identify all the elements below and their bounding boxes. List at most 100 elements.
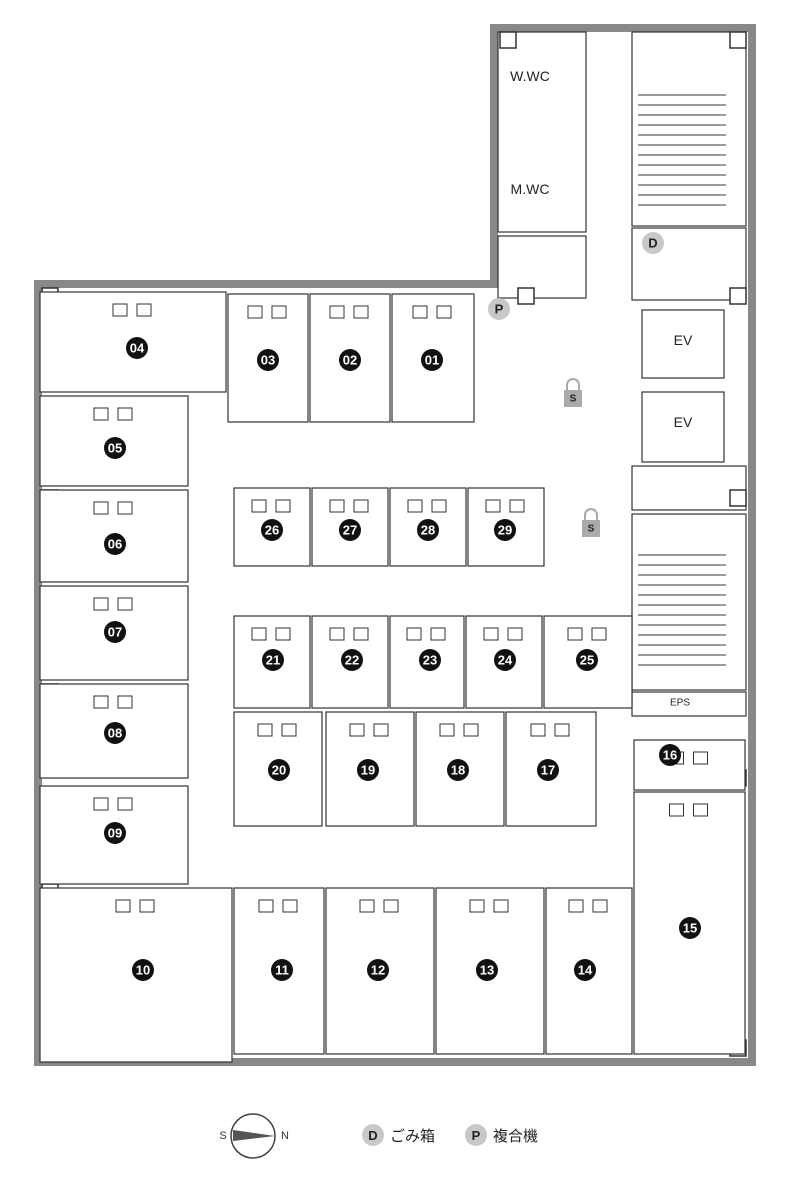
room-number: 07 <box>108 625 122 640</box>
room-number-marker <box>494 649 516 671</box>
chair-icon <box>257 723 273 737</box>
room-08[interactable]: 08 <box>39 683 189 779</box>
room-26[interactable]: 26 <box>233 487 311 567</box>
room-number: 15 <box>683 921 697 936</box>
chair-icon <box>591 627 607 641</box>
chair-icon <box>117 407 133 421</box>
room-number: 11 <box>275 963 289 978</box>
room-19[interactable]: 19 <box>325 711 415 827</box>
legend-printer-text: 複合機 <box>493 1127 539 1145</box>
room-number-marker <box>261 519 283 541</box>
chair-icon <box>329 499 345 513</box>
room-03[interactable]: 03 <box>227 293 309 423</box>
room-29[interactable]: 29 <box>467 487 545 567</box>
room-number-marker <box>476 959 498 981</box>
chair-icon <box>93 501 109 515</box>
room-01[interactable]: 01 <box>391 293 475 423</box>
room-number: 12 <box>371 963 385 978</box>
room-22[interactable]: 22 <box>311 615 389 709</box>
room-number-marker <box>537 759 559 781</box>
svg-text:S: S <box>588 524 595 535</box>
room-27[interactable]: 27 <box>311 487 389 567</box>
chair-icon <box>93 797 109 811</box>
room-25[interactable]: 25 <box>543 615 633 709</box>
elevator-1 <box>641 309 725 379</box>
chair-icon <box>117 695 133 709</box>
elevator-2-label: EV <box>674 414 693 430</box>
room-24[interactable]: 24 <box>465 615 543 709</box>
room-number-marker <box>494 519 516 541</box>
chair-icon <box>353 499 369 513</box>
room-05[interactable]: 05 <box>39 395 189 487</box>
chair-icon <box>430 627 446 641</box>
svg-text:S: S <box>219 1130 226 1142</box>
room-11[interactable]: 11 <box>233 887 325 1055</box>
column <box>729 287 747 305</box>
room-02[interactable]: 02 <box>309 293 391 423</box>
printer-badge: P <box>465 1124 487 1146</box>
room-13[interactable]: 13 <box>435 887 545 1055</box>
room-number: 20 <box>272 763 286 778</box>
room-09[interactable]: 09 <box>39 785 189 885</box>
room-number-marker <box>339 349 361 371</box>
room-number-marker <box>574 959 596 981</box>
room-20[interactable]: 20 <box>233 711 323 827</box>
room-04[interactable]: 04 <box>39 291 227 393</box>
chair-icon <box>117 597 133 611</box>
chair-icon <box>93 597 109 611</box>
chair-icon <box>117 501 133 515</box>
stair-south <box>631 513 747 691</box>
room-10[interactable]: 10 <box>39 887 233 1063</box>
chair-icon <box>282 899 298 913</box>
chair-icon <box>383 899 399 913</box>
chair-icon <box>507 627 523 641</box>
compass: S N <box>219 1113 289 1159</box>
chair-icon <box>373 723 389 737</box>
room-number: 04 <box>130 341 145 356</box>
chair-icon <box>275 627 291 641</box>
room-16[interactable]: 16 <box>633 739 746 791</box>
room-21[interactable]: 21 <box>233 615 311 709</box>
room-number: 16 <box>663 748 677 763</box>
room-14[interactable]: 14 <box>545 887 633 1055</box>
room-18[interactable]: 18 <box>415 711 505 827</box>
room-number: 27 <box>343 523 357 538</box>
room-number-marker <box>339 519 361 541</box>
men-wc-label: M.WC <box>511 181 550 197</box>
elevator-1-label: EV <box>674 332 693 348</box>
room-06[interactable]: 06 <box>39 489 189 583</box>
room-number: 06 <box>108 537 122 552</box>
chair-icon <box>349 723 365 737</box>
chair-icon <box>463 723 479 737</box>
room-number-marker <box>357 759 379 781</box>
room-28[interactable]: 28 <box>389 487 467 567</box>
room-number-marker <box>104 437 126 459</box>
room-number-marker <box>271 959 293 981</box>
chair-icon <box>329 627 345 641</box>
legend-printer: P 複合機 <box>465 1124 538 1146</box>
chair-icon <box>247 305 263 319</box>
room-number-marker <box>104 822 126 844</box>
chair-icon <box>592 899 608 913</box>
room-number: 29 <box>498 523 512 538</box>
chair-icon <box>117 797 133 811</box>
chair-icon <box>407 499 423 513</box>
chair-icon <box>412 305 428 319</box>
room-number: 05 <box>108 441 122 456</box>
chair-icon <box>353 305 369 319</box>
chair-icon <box>115 899 131 913</box>
chair-icon <box>93 407 109 421</box>
chair-icon <box>258 899 274 913</box>
svg-text:N: N <box>281 1130 289 1142</box>
room-15[interactable]: 15 <box>633 791 746 1055</box>
chair-icon <box>567 627 583 641</box>
chair-icon <box>693 803 708 817</box>
room-07[interactable]: 07 <box>39 585 189 681</box>
room-12[interactable]: 12 <box>325 887 435 1055</box>
chair-icon <box>271 305 287 319</box>
room-17[interactable]: 17 <box>505 711 597 827</box>
room-23[interactable]: 23 <box>389 615 465 709</box>
room-number: 17 <box>541 763 555 778</box>
room-number: 26 <box>265 523 279 538</box>
